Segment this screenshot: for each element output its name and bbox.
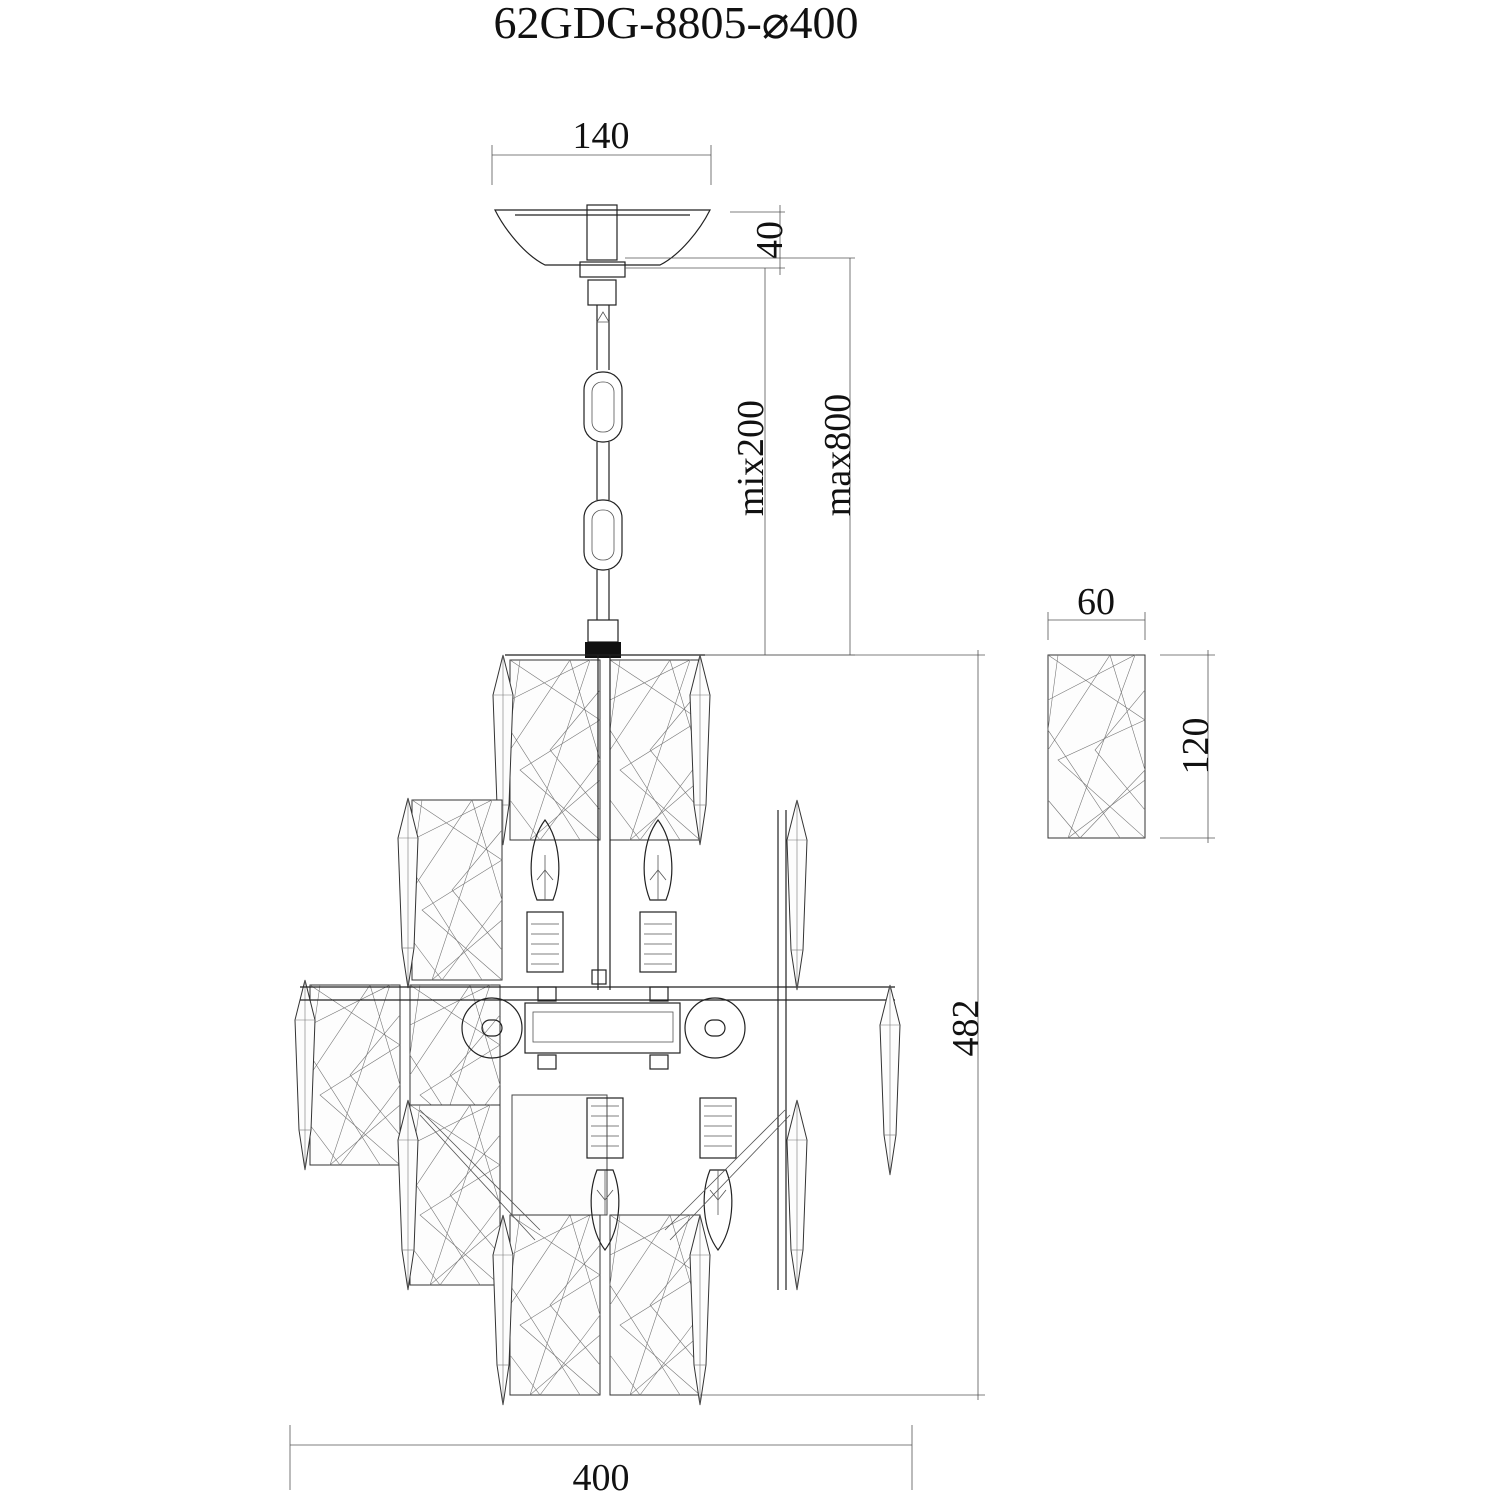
- crystal-width-label: 60: [1077, 581, 1115, 623]
- crystal-height-label: 120: [1175, 718, 1217, 775]
- canopy-width-dimension: 140: [491, 115, 712, 185]
- model-title: 62GDG-8805-⌀400: [494, 0, 859, 48]
- drop-dimensions: mix200 max800: [620, 257, 859, 656]
- max-drop-label: max800: [817, 394, 859, 516]
- canopy-height-label: 40: [749, 221, 791, 259]
- body-width-label: 400: [573, 1457, 630, 1499]
- canopy-height-dimension: 40: [625, 205, 791, 275]
- ceiling-canopy: [494, 204, 711, 306]
- canopy-width-label: 140: [573, 115, 630, 157]
- body-height-label: 482: [945, 1000, 987, 1057]
- body-width-dimension: 400: [289, 1425, 913, 1499]
- crystal-detail: 60 120: [1047, 581, 1217, 843]
- chandelier-body: [294, 654, 901, 1406]
- body-height-dimension: 482: [700, 650, 987, 1400]
- suspension-chain: [583, 305, 623, 658]
- min-drop-label: mix200: [730, 400, 772, 516]
